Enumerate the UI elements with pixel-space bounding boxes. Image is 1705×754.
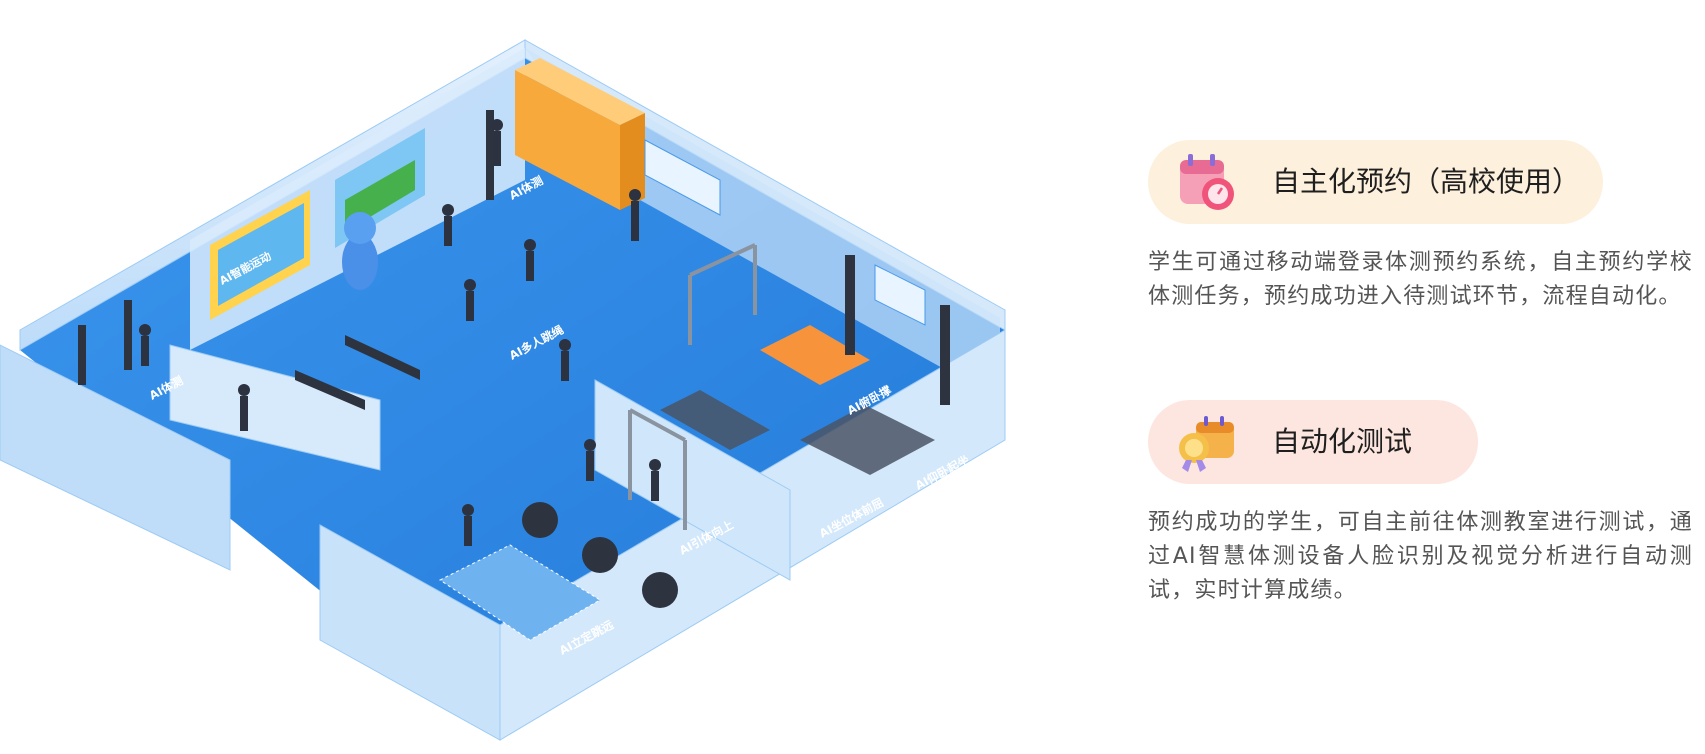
- feature-self-booking: 自主化预约（高校使用） 学生可通过移动端登录体测预约系统，自主预约学校体测任务，…: [1148, 140, 1693, 314]
- sitreach-mat: [660, 390, 770, 450]
- feature-description: 学生可通过移动端登录体测预约系统，自主预约学校体测任务，预约成功进入待测试环节，…: [1148, 250, 1693, 309]
- feature-title: 自主化预约（高校使用）: [1272, 165, 1581, 198]
- feature-title-pill: 自主化预约（高校使用）: [1148, 140, 1603, 224]
- feature-title: 自动化测试: [1272, 425, 1413, 458]
- info-board-2: [874, 264, 926, 326]
- medal-calendar-icon: [1179, 416, 1234, 472]
- pushup-mat: [760, 325, 870, 385]
- door-frame: [688, 243, 757, 345]
- feature-auto-test: 自动化测试 预约成功的学生，可自主前往体测教室进行测试，通过AI智慧体测设备人脸…: [1148, 400, 1693, 608]
- info-board: [644, 139, 721, 216]
- test-towers: [78, 110, 950, 405]
- feature-title-pill: 自动化测试: [1148, 400, 1478, 484]
- ai-poster: AI智能运动: [210, 190, 310, 320]
- partition-wall-center: [594, 379, 791, 581]
- feature-description: 预约成功的学生，可自主前往体测教室进行测试，通过AI智慧体测设备人脸识别及视觉分…: [1148, 510, 1693, 603]
- robot: [342, 212, 378, 290]
- spin-bikes: [522, 502, 678, 608]
- situp-mat: [800, 405, 935, 475]
- gym-isometric-illustration: AI智能运动: [0, 39, 1006, 741]
- longjump-mat: [439, 544, 601, 641]
- rowing-machines: [295, 335, 420, 410]
- calendar-clock-icon: [1180, 154, 1234, 210]
- front-wall-left: [0, 344, 231, 571]
- people: [139, 119, 661, 546]
- pullup-bar: [628, 408, 687, 530]
- lockers: [515, 58, 645, 210]
